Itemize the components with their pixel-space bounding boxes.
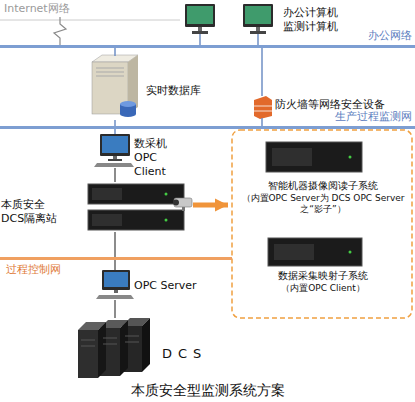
node-label: 数据采集映射子系统 bbox=[236, 270, 410, 283]
dcs-grill bbox=[103, 338, 117, 339]
firewall-device: 防火墙等网络安全设备 bbox=[253, 96, 271, 118]
database-server: 实时数据库 bbox=[90, 56, 138, 120]
monitor-screen bbox=[102, 136, 128, 153]
rack-unit bbox=[88, 210, 184, 230]
camera-lens bbox=[173, 200, 179, 206]
rack-led bbox=[165, 219, 168, 222]
network-wire bbox=[114, 168, 116, 182]
network-wire bbox=[199, 34, 201, 45]
computer-icon: 办公计算机 监测计算机 bbox=[183, 4, 275, 34]
camera-mount bbox=[182, 207, 185, 211]
network-wire bbox=[114, 48, 116, 56]
monitor-stand bbox=[113, 156, 117, 159]
network-label: Internet网络 bbox=[4, 2, 96, 17]
dcs-cabinet bbox=[98, 322, 106, 378]
database-cylinder bbox=[120, 101, 136, 107]
figure-caption: 本质安全型监测系统方案 bbox=[0, 382, 415, 400]
network-bus: 生产过程监测网 bbox=[0, 126, 415, 129]
network-wire bbox=[257, 34, 259, 45]
monitor-screen bbox=[104, 272, 128, 287]
subsystem-frame bbox=[232, 130, 412, 318]
network-wire bbox=[261, 48, 263, 96]
server-slot bbox=[96, 68, 124, 69]
dcs-grill bbox=[125, 336, 139, 337]
computer-icon: OPC Server bbox=[98, 270, 132, 300]
node-note: （内置OPC Client） bbox=[236, 283, 410, 294]
rack-unit bbox=[268, 238, 362, 266]
keyboard bbox=[96, 295, 134, 299]
network-wire bbox=[114, 129, 116, 134]
monitor-base bbox=[250, 31, 266, 34]
node-label: 数采机 OPC Client bbox=[134, 137, 192, 178]
database-cylinder bbox=[120, 111, 136, 117]
node-label: Internet网络 bbox=[4, 2, 96, 16]
dcs-cabinet bbox=[120, 320, 128, 376]
server-slot bbox=[96, 76, 124, 77]
network-wire bbox=[114, 232, 116, 257]
firewall-icon bbox=[254, 96, 272, 119]
monitor-stand bbox=[256, 27, 260, 31]
monitor-screen bbox=[187, 6, 213, 24]
rack-panel bbox=[92, 188, 122, 200]
network-wire bbox=[114, 260, 116, 270]
network-wire bbox=[261, 118, 263, 126]
node-label: DCS bbox=[162, 346, 232, 362]
node-label: 智能机器摄像阅读子系统 bbox=[236, 180, 410, 193]
dcs-grill bbox=[103, 344, 117, 345]
network-wire bbox=[54, 17, 66, 45]
rack-led bbox=[349, 251, 352, 254]
monitor-stand bbox=[198, 27, 202, 31]
computer-icon: 数采机 OPC Client bbox=[96, 134, 134, 168]
dcs-grill bbox=[81, 346, 95, 347]
monitor-base bbox=[108, 159, 122, 161]
firewall-brick bbox=[254, 106, 272, 107]
dcs-system: DCS bbox=[74, 318, 158, 380]
node-label: 实时数据库 bbox=[146, 84, 226, 98]
rack-unit bbox=[266, 142, 362, 172]
node-label: 生产过程监测网 bbox=[300, 110, 412, 124]
network-wire bbox=[114, 120, 116, 126]
monitor-frame bbox=[102, 270, 130, 290]
node-label: 本质安全 DCS隔离站 bbox=[1, 198, 65, 226]
keyboard bbox=[94, 163, 134, 167]
flow-arrow bbox=[193, 203, 228, 208]
monitor-frame bbox=[185, 4, 215, 27]
monitor-base bbox=[192, 31, 208, 34]
node-label: 防火墙等网络安全设备 bbox=[275, 98, 410, 112]
internet-line bbox=[0, 20, 180, 21]
node-label: 办公计算机 监测计算机 bbox=[283, 6, 347, 34]
isolation-station: 本质安全 DCS隔离站 bbox=[85, 182, 193, 232]
node-label: 办公网络 bbox=[330, 29, 412, 43]
dcs-cabinet bbox=[78, 330, 98, 378]
subsystem-box: 数据采集映射子系统（内置OPC Client） bbox=[236, 232, 410, 308]
server-slot bbox=[96, 72, 124, 73]
node-note: （内置OPC Server为 DCS OPC Server之“影子”） bbox=[236, 193, 410, 216]
subsystem-box: 智能机器摄像阅读子系统（内置OPC Server为 DCS OPC Server… bbox=[236, 136, 410, 222]
firewall-brick bbox=[254, 111, 272, 112]
dcs-cabinet bbox=[142, 318, 150, 372]
network-bus: 办公网络 bbox=[0, 45, 415, 48]
network-wire bbox=[114, 300, 116, 318]
rack-panel bbox=[274, 244, 314, 260]
rack-led bbox=[349, 156, 352, 159]
dcs-grill bbox=[81, 340, 95, 341]
monitor-stand bbox=[114, 290, 118, 293]
camera-body bbox=[174, 198, 192, 207]
rack-unit bbox=[88, 184, 184, 204]
node-label: OPC Server bbox=[134, 279, 214, 293]
rack-led bbox=[165, 193, 168, 196]
monitor-frame bbox=[100, 134, 130, 156]
rack-panel bbox=[272, 148, 312, 166]
dcs-grill bbox=[125, 342, 139, 343]
network-bus: 过程控制网 bbox=[0, 257, 232, 260]
monitor-screen bbox=[245, 6, 271, 24]
rack-panel bbox=[92, 214, 122, 226]
monitor-frame bbox=[243, 4, 273, 27]
node-label: 过程控制网 bbox=[6, 263, 106, 277]
